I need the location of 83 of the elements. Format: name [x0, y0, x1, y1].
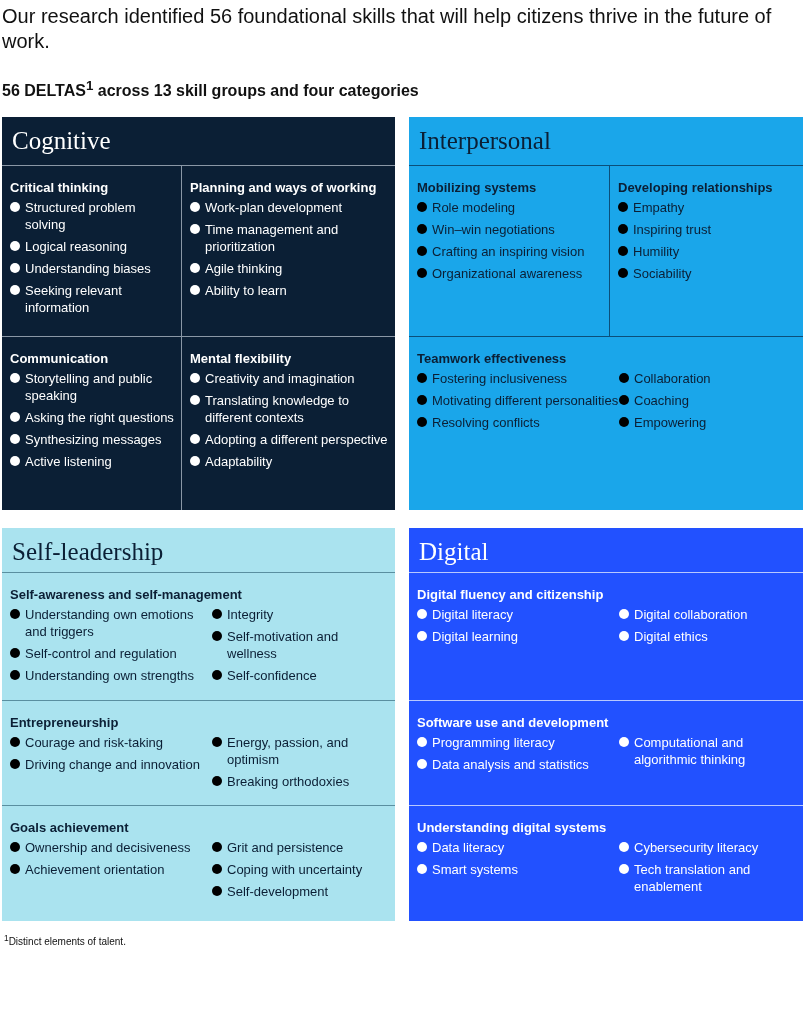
skill-item: Sociability — [633, 265, 692, 282]
skill-group-box — [181, 336, 395, 510]
skill-item: Active listening — [25, 453, 112, 470]
skill-item: Data literacy — [432, 839, 505, 856]
group-heading: Understanding digital systems — [417, 820, 607, 835]
skill-item: Self-confidence — [227, 667, 317, 684]
skill-item: Work-plan development — [205, 199, 343, 216]
skill-item: Inspiring trust — [633, 221, 712, 238]
skill-item: Computational and algorithmic thinking — [634, 734, 747, 768]
skill-item: Humility — [633, 243, 680, 260]
skill-item: Understanding own emotions and triggers — [25, 606, 195, 640]
skill-item: Driving change and innovation — [25, 756, 200, 773]
skill-item: Courage and risk-taking — [25, 734, 164, 751]
group-heading: Critical thinking — [10, 180, 109, 195]
category-heading: Interpersonal — [419, 127, 551, 155]
group-heading: Software use and development — [417, 715, 609, 730]
category-panel — [409, 528, 803, 921]
group-heading: Planning and ways of working — [190, 180, 377, 195]
skill-item: Fostering inclusiveness — [432, 370, 568, 387]
skill-item: Digital learning — [432, 628, 518, 645]
skill-item: Empowering — [634, 414, 707, 431]
skill-item: Self-control and regulation — [25, 645, 177, 662]
skill-item: Seeking relevant information — [25, 282, 123, 316]
skill-item: Role modeling — [432, 199, 516, 216]
group-heading: Communication — [10, 351, 109, 366]
skill-item: Win–win negotiations — [432, 221, 555, 238]
skill-item: Energy, passion, and optimism — [227, 734, 350, 768]
skill-item: Understanding own strengths — [25, 667, 195, 684]
skill-item: Digital collaboration — [634, 606, 748, 623]
group-heading: Teamwork effectiveness — [417, 351, 567, 366]
subtitle: 56 DELTAS$^{1}$ across 13 skill groups and four categories — [2, 78, 419, 101]
skill-item: Digital literacy — [432, 606, 513, 623]
group-heading: Goals achievement — [10, 820, 129, 835]
skill-item: Adopting a different perspective — [205, 431, 388, 448]
category-panel — [2, 117, 395, 510]
skill-item: Tech translation and enablement — [634, 861, 752, 895]
skill-item: Understanding biases — [25, 260, 151, 277]
category-heading: Cognitive — [12, 127, 111, 155]
skill-item: Translating knowledge to different contexts — [205, 392, 351, 426]
skill-item: Resolving conflicts — [432, 414, 540, 431]
skill-group-box — [181, 165, 395, 336]
category-panel — [2, 528, 395, 921]
group-heading: Self-awareness and self-management — [10, 587, 242, 602]
skill-item: Collaboration — [634, 370, 711, 387]
skill-item: Digital ethics — [634, 628, 708, 645]
skill-item: Coping with uncertainty — [227, 861, 363, 878]
group-heading: Mobilizing systems — [417, 180, 537, 195]
skill-item: Organizational awareness — [432, 265, 583, 282]
skill-item: Smart systems — [432, 861, 518, 878]
skill-item: Data analysis and statistics — [432, 756, 589, 773]
skill-item: Logical reasoning — [25, 238, 127, 255]
skill-item: Empathy — [633, 199, 685, 216]
group-heading: Digital fluency and citizenship — [417, 587, 604, 602]
skill-item: Creativity and imagination — [205, 370, 355, 387]
skill-item: Storytelling and public speaking — [25, 370, 154, 404]
category-heading: Digital — [419, 538, 489, 566]
skill-group-box — [609, 165, 803, 336]
title: Our research identified 56 foundational skills that will help citizens thrive in the future of work. — [2, 4, 773, 54]
skill-item: Structured problem solving — [25, 199, 137, 233]
skill-item: Cybersecurity literacy — [634, 839, 759, 856]
skill-item: Programming literacy — [432, 734, 555, 751]
skill-item: Integrity — [227, 606, 274, 623]
category-heading: Self-leadership — [12, 538, 164, 566]
skill-item: Self-motivation and wellness — [227, 628, 340, 662]
skill-item: Achievement orientation — [25, 861, 165, 878]
skill-item: Time management and prioritization — [205, 221, 340, 255]
skill-item: Self-development — [227, 883, 329, 900]
group-heading: Developing relationships — [618, 180, 773, 195]
skill-item: Coaching — [634, 392, 689, 409]
skill-item: Asking the right questions — [25, 409, 174, 426]
skill-item: Ability to learn — [205, 282, 287, 299]
skill-item: Motivating different personalities — [432, 392, 619, 409]
skill-item: Ownership and decisiveness — [25, 839, 191, 856]
category-panel — [409, 117, 803, 510]
skill-item: Crafting an inspiring vision — [432, 243, 585, 260]
footnote: $^{1}$Distinct elements of talent. — [4, 933, 126, 948]
skill-item: Breaking orthodoxies — [227, 773, 350, 790]
group-heading: Mental flexibility — [190, 351, 292, 366]
group-heading: Entrepreneurship — [10, 715, 119, 730]
skill-item: Synthesizing messages — [25, 431, 162, 448]
skill-item: Adaptability — [205, 453, 273, 470]
skill-item: Grit and persistence — [227, 839, 344, 856]
skill-item: Agile thinking — [205, 260, 283, 277]
